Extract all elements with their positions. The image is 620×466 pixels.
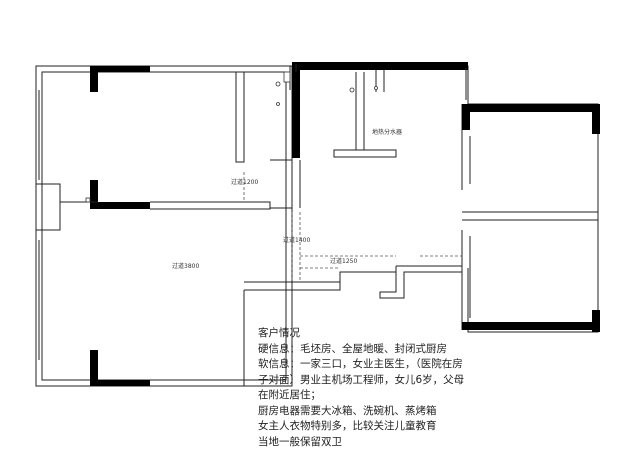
notes-title: 客户情况 — [258, 327, 300, 339]
structural-walls — [90, 62, 600, 386]
fixtures — [85, 64, 467, 203]
windows — [38, 90, 471, 360]
notes-line: 女主人衣物特别多，比较关注儿童教育 — [258, 420, 437, 432]
floor-heating-label: 地热分水器 — [372, 128, 402, 136]
notes-line: 硬信息：毛坯房、全屋地暖、封闭式厨房 — [258, 342, 447, 355]
dashed-boundaries — [243, 172, 462, 282]
notes-line: 软信息：一家三口，女业主医生，（医院在房 — [258, 358, 463, 370]
aisle-label-3: 过道1250 — [330, 257, 357, 265]
client-notes: 客户情况 硬信息：毛坯房、全屋地暖、封闭式厨房 软信息：一家三口，女业主医生，（… — [258, 326, 465, 450]
notes-line: 厨房电器需要大冰箱、洗碗机、蒸烤箱 — [258, 404, 437, 417]
notes-line: 当地一般保留双卫 — [258, 435, 342, 448]
interior-walls — [35, 66, 599, 386]
aisle-label-1: 过道1200 — [231, 178, 258, 186]
living-room-label: 过道3800 — [172, 262, 199, 270]
notes-line: 子对面）男业主机场工程师，女儿6岁，父母 — [258, 373, 465, 386]
notes-line: 在附近居住； — [258, 389, 321, 401]
aisle-label-2: 过道1400 — [283, 236, 310, 244]
